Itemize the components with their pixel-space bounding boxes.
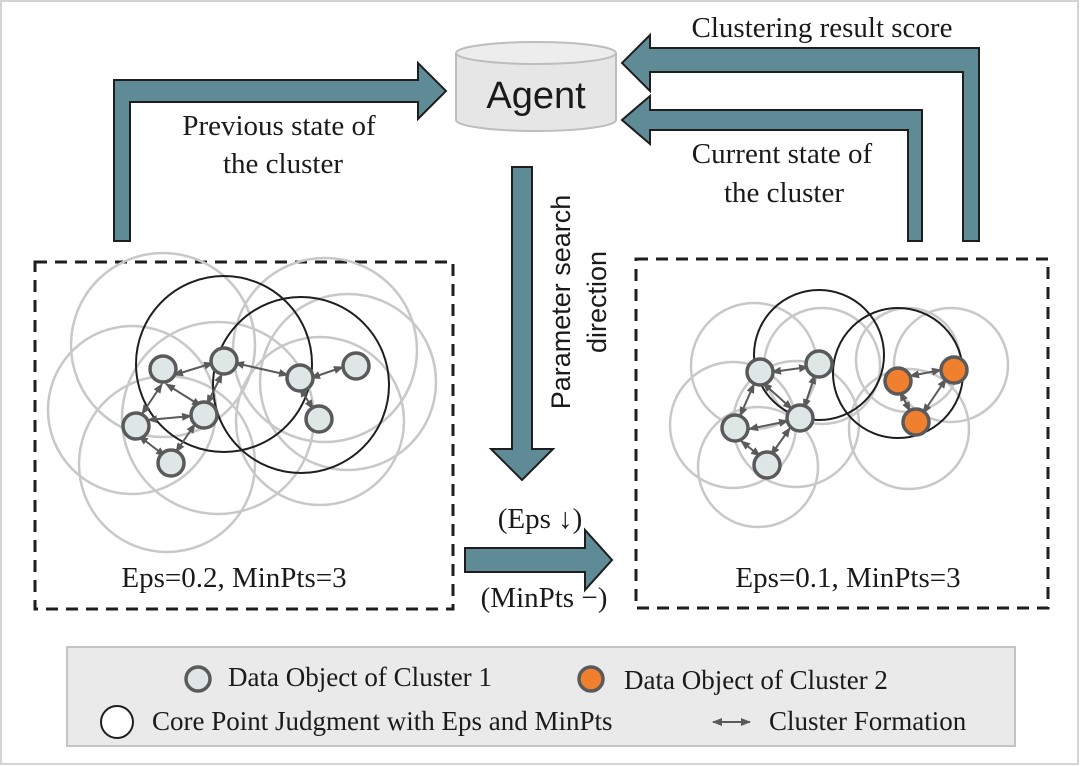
cluster1-legend-icon bbox=[184, 665, 212, 693]
current-state-label-line1: Current state of bbox=[692, 138, 873, 170]
data-object-cluster1 bbox=[156, 448, 186, 478]
data-object-cluster1 bbox=[121, 411, 151, 441]
data-object-cluster2 bbox=[939, 355, 969, 385]
search-direction-arrow bbox=[488, 166, 556, 482]
legend-box bbox=[66, 646, 1016, 747]
previous-state-label-line2: the cluster bbox=[223, 148, 343, 180]
data-object-cluster2 bbox=[901, 407, 931, 437]
data-object-cluster1 bbox=[148, 354, 178, 384]
data-object-cluster1 bbox=[785, 403, 815, 433]
cluster2-legend-icon bbox=[577, 665, 605, 693]
right-edges bbox=[739, 364, 947, 457]
data-object-cluster1 bbox=[720, 413, 750, 443]
agent-label: Agent bbox=[486, 75, 586, 117]
data-object-cluster1 bbox=[745, 357, 775, 387]
legend: Data Object of Cluster 1 Data Object of … bbox=[66, 646, 1016, 747]
data-object-cluster2 bbox=[883, 366, 913, 396]
core-point-legend-label: Core Point Judgment with Eps and MinPts bbox=[152, 706, 613, 736]
left-edges bbox=[138, 361, 344, 457]
data-object-cluster1 bbox=[341, 351, 371, 381]
search-direction-label-line1: Parameter search bbox=[546, 195, 576, 410]
current-state-arrow bbox=[620, 93, 923, 242]
transition-arrow bbox=[464, 527, 614, 593]
score-label: Clustering result score bbox=[692, 12, 953, 44]
formation-legend-label: Cluster Formation bbox=[769, 706, 967, 736]
search-direction-label-line2: direction bbox=[582, 251, 612, 353]
right-neighborhoods bbox=[668, 301, 1010, 529]
minpts-change-label: (MinPts −) bbox=[481, 582, 608, 614]
data-object-cluster1 bbox=[285, 363, 315, 393]
data-object-cluster1 bbox=[209, 346, 239, 376]
agent-cylinder: Agent bbox=[455, 41, 617, 132]
right-cluster-panel: Eps=0.1, MinPts=3 bbox=[634, 257, 1050, 610]
previous-state-label-line1: Previous state of bbox=[182, 110, 376, 142]
left-data-points bbox=[121, 346, 371, 478]
data-object-cluster1 bbox=[752, 450, 782, 480]
left-panel-caption: Eps=0.2, MinPts=3 bbox=[121, 562, 346, 594]
left-cluster-panel: Eps=0.2, MinPts=3 bbox=[33, 251, 455, 611]
data-object-cluster1 bbox=[804, 349, 834, 379]
core-point-legend-icon bbox=[100, 705, 134, 739]
right-panel-border bbox=[634, 257, 1050, 610]
current-state-label-line2: the cluster bbox=[724, 177, 844, 209]
right-data-points bbox=[720, 349, 969, 480]
data-object-cluster1 bbox=[189, 400, 219, 430]
score-arrow bbox=[620, 32, 980, 242]
left-panel-border bbox=[33, 260, 455, 611]
right-panel-caption: Eps=0.1, MinPts=3 bbox=[735, 562, 960, 594]
eps-change-label: (Eps ↓) bbox=[498, 503, 583, 535]
left-neighborhoods bbox=[46, 251, 438, 554]
cluster1-legend-label: Data Object of Cluster 1 bbox=[228, 662, 492, 692]
cluster2-legend-label: Data Object of Cluster 2 bbox=[624, 665, 888, 695]
previous-state-arrow bbox=[113, 60, 448, 242]
data-object-cluster1 bbox=[304, 404, 334, 434]
